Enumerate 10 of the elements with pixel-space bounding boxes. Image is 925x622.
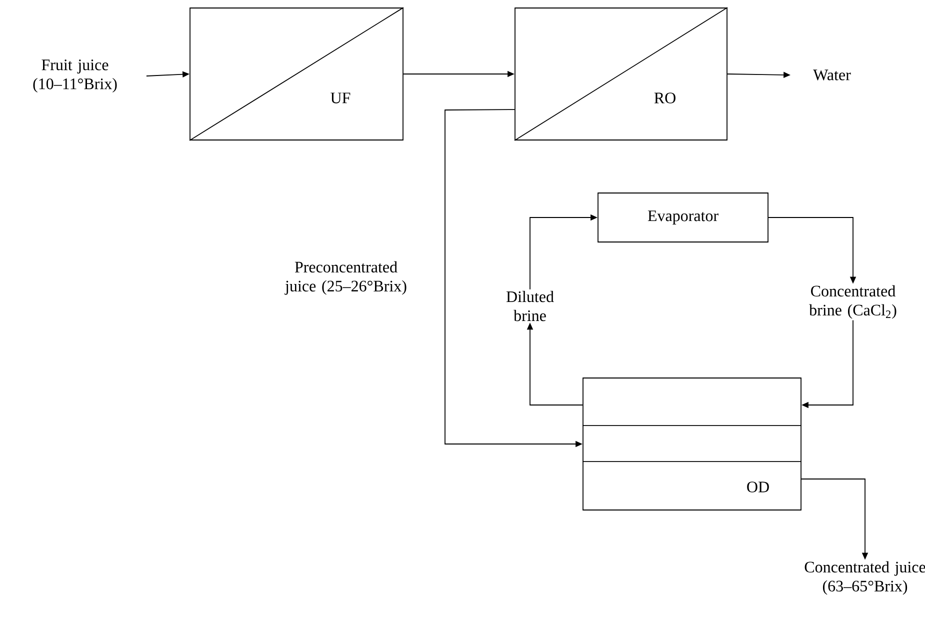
stream-label: Concentrated brine (CaCl$_{2}$)	[809, 285, 896, 319]
membrane-module: UF	[189, 7, 404, 141]
stream-label: Water	[813, 70, 851, 80]
stream-label: Concentrated juice (63–65°Brix)	[804, 561, 925, 595]
process-box: Evaporator	[598, 192, 768, 242]
membrane-module: RO	[514, 7, 728, 141]
stream-label: Diluted brine	[506, 290, 554, 322]
membrane-module: OD	[582, 378, 802, 510]
edge-label: Preconcentrated juice (25–26°Brix)	[284, 261, 406, 295]
stream-label: Fruit juice (10–11°Brix)	[33, 60, 117, 92]
